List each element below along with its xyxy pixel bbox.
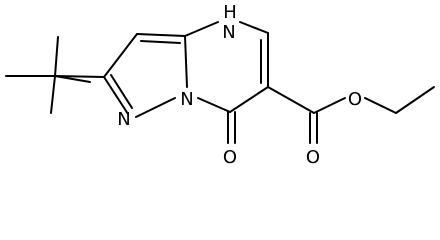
bond-c6-c7	[229, 86, 269, 113]
atom-label-h: H	[223, 2, 237, 23]
bond-tbu-to-ring	[54, 75, 105, 78]
bond-c3-c3a	[136, 33, 186, 37]
structure-svg: H N N N O O O	[5, 2, 435, 168]
bond-tbu-methyl-top	[54, 36, 59, 77]
bond-c2-n1-double	[110, 74, 133, 109]
bond-tbu-methyl-bottom	[50, 75, 56, 114]
atom-label-o-ester-ether: O	[348, 89, 362, 110]
bond-c7-n7a	[197, 97, 231, 113]
bond-o-ch2	[364, 97, 397, 114]
atom-label-o-ketone: O	[223, 147, 237, 168]
bond-c6-ester-c	[267, 86, 315, 114]
bond-ch2-ch3	[395, 86, 435, 114]
bond-c2-n1	[103, 76, 129, 115]
atom-label-nh: N	[222, 22, 235, 43]
bond-c3-c3a-double	[140, 40, 181, 44]
bond-n1-n7a	[135, 97, 176, 118]
bond-c3a-n7a	[184, 35, 188, 88]
atom-label-n-bridge: N	[180, 89, 193, 110]
bond-ester-c-o-ether	[313, 97, 346, 114]
structure-canvas: H N N N O O O	[5, 2, 435, 168]
pyrimidinone-ring	[184, 21, 269, 144]
bond-c2-c3	[103, 33, 138, 78]
pyrazole-ring	[103, 33, 188, 118]
atom-label-o-ester-carbonyl: O	[306, 147, 320, 168]
bond-nh-c5	[239, 21, 269, 34]
tert-butyl-group	[5, 36, 105, 114]
atom-labels: H N N N O O O	[117, 2, 362, 168]
bond-c3a-nh	[184, 21, 219, 37]
atom-label-n-pyrazole: N	[117, 109, 130, 130]
ethyl-ester-group	[267, 86, 435, 144]
